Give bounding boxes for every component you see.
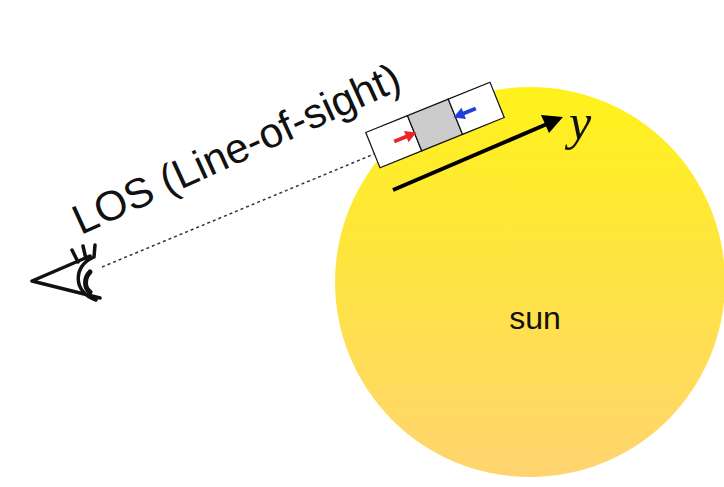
axis-label: y — [569, 93, 591, 151]
sun-shape — [335, 87, 724, 477]
eye-symbol — [32, 245, 100, 300]
sun-disk: sun — [335, 87, 724, 477]
node-label: sun — [509, 300, 561, 337]
